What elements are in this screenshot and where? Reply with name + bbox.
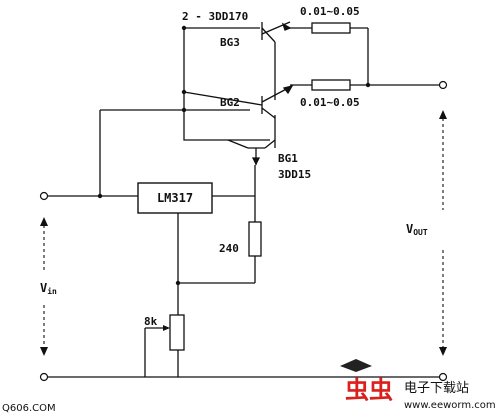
resistor-240 [248, 221, 262, 257]
watermark-left: Q606.COM [2, 403, 56, 414]
watermark-logo: 虫虫 电子下载站 www.eeworm.com [340, 359, 496, 411]
vout-arrowhead-down [439, 347, 447, 356]
logo-chars: 虫虫 [345, 376, 393, 404]
input-terminal-top [39, 191, 49, 201]
bg2-label: BG2 [220, 96, 240, 109]
resistor-mid-label: 0.01~0.05 [300, 96, 360, 109]
terminals [39, 80, 448, 382]
lm317-label: LM317 [157, 191, 193, 205]
brand-cn: 电子下载站 [404, 381, 469, 396]
bg3-label: BG3 [220, 36, 240, 49]
vout-arrowhead-up [439, 110, 447, 119]
input-terminal-bottom [39, 372, 49, 382]
transistor-bg2 [183, 84, 294, 119]
bg1-label: BG1 [278, 152, 298, 165]
lm317-block [137, 182, 213, 214]
resistor-240-label: 240 [219, 242, 239, 255]
graduation-cap-icon [340, 359, 372, 372]
wires [48, 27, 440, 378]
resistor-top [311, 22, 351, 34]
bg1-part-label: 3DD15 [278, 168, 311, 181]
vin-main: V [40, 281, 47, 295]
pot-label: 8k [144, 315, 158, 328]
vout-sub: OUT [413, 228, 428, 237]
vin-sub: in [47, 286, 57, 296]
bg3-part-label: 2 - 3DD170 [182, 10, 248, 23]
brand-url: www.eeworm.com [404, 400, 496, 411]
output-terminal-bottom [438, 372, 448, 382]
vout-main: V [406, 222, 413, 236]
transistor-bg3 [261, 21, 292, 43]
potentiometer-8k [169, 314, 185, 351]
resistor-top-label: 0.01~0.05 [300, 5, 360, 18]
transistor-bg1 [227, 139, 276, 166]
vin-label: Vin [40, 281, 57, 296]
vout-label: VOUT [406, 222, 428, 237]
resistor-mid [311, 79, 351, 91]
output-terminal-top [438, 80, 448, 90]
pot-wiper-arrow [163, 325, 170, 331]
vin-arrowhead-down [40, 347, 48, 356]
vin-arrowhead-up [40, 217, 48, 226]
